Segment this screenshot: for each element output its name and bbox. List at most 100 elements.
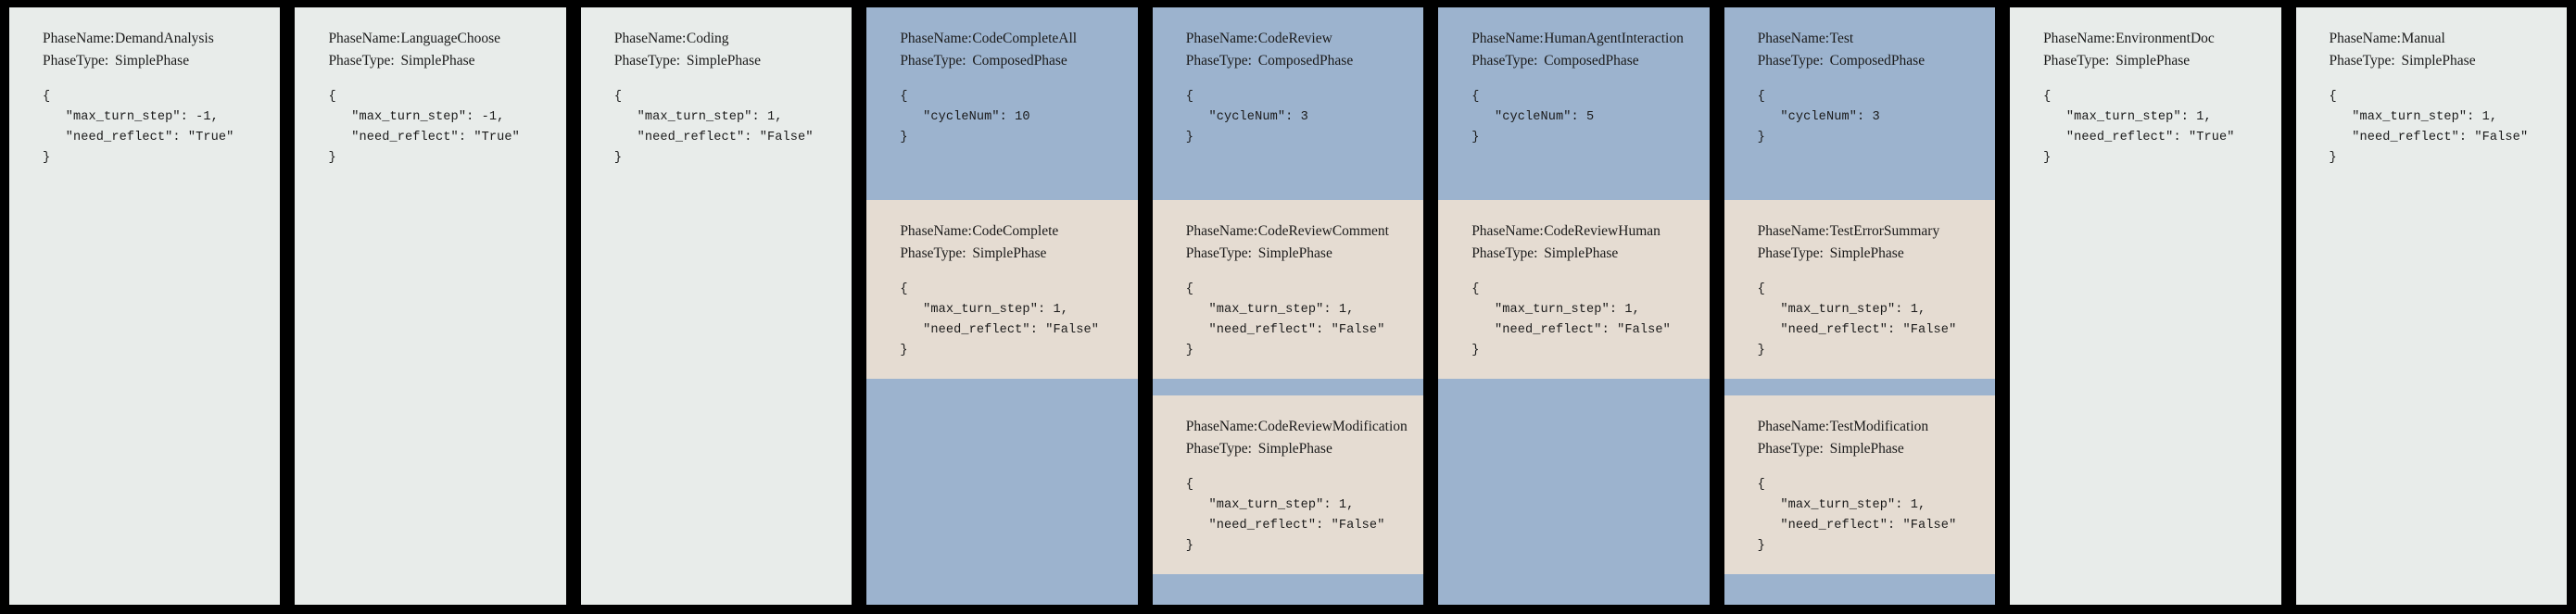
phase-type-row: PhaseType: SimplePhase [1186, 438, 1423, 460]
phase-type-key: PhaseType: [1757, 440, 1824, 457]
phase-type-value: SimplePhase [972, 244, 1047, 261]
phase-name-key: PhaseName: [1471, 223, 1544, 239]
phase-type-key: PhaseType: [613, 52, 681, 69]
phase-name-value: HumanAgentInteraction [1544, 31, 1684, 46]
phase-config-json: { "max_turn_step": 1, "need_reflect": "F… [1185, 478, 1385, 554]
phase-config-json: { "max_turn_step": 1, "need_reflect": "F… [2329, 90, 2529, 166]
phase-name-value: LanguageChoose [400, 31, 501, 46]
phase-name-row: PhaseName:CodeReviewHuman [1471, 220, 1709, 243]
phase-name-key: PhaseName: [43, 31, 115, 46]
phase-name-value: TestErrorSummary [1829, 223, 1940, 239]
phase-type-row: PhaseType: SimplePhase [2330, 50, 2567, 72]
phase-type-value: ComposedPhase [1257, 52, 1354, 69]
phase-type-row: PhaseType:SimplePhase [2043, 50, 2280, 72]
phase-type-key: PhaseType: [2329, 52, 2395, 69]
phase-name-key: PhaseName: [900, 31, 972, 46]
phase-type-value: SimplePhase [1544, 244, 1619, 261]
phase-name-row: PhaseName:Test [1758, 28, 1995, 50]
phase-type-row: PhaseType: SimplePhase [1758, 243, 1995, 265]
phase-name-key: PhaseName: [1185, 31, 1258, 46]
phase-config-json: { "cycleNum": 5 } [1471, 90, 1595, 145]
phase-type-value: SimplePhase [2401, 52, 2476, 69]
phase-name-value: CodeReviewHuman [1544, 223, 1661, 239]
phase-type-key: PhaseType: [1757, 244, 1824, 261]
composed-phase-filler [1724, 574, 1996, 605]
phase-config-json: { "max_turn_step": -1, "need_reflect": "… [328, 90, 520, 166]
phase-type-row: PhaseType: SimplePhase [900, 243, 1137, 265]
phase-name-value: Test [1829, 31, 1854, 46]
phase-name-key: PhaseName: [1185, 223, 1258, 239]
phase-type-value: SimplePhase [1257, 440, 1332, 457]
phase-name-row: PhaseName:Coding [614, 28, 852, 50]
composed-phase-filler [1152, 574, 1424, 605]
phase-name-row: PhaseName:LanguageChoose [328, 28, 565, 50]
phase-name-value: CodeReviewModification [1257, 419, 1408, 434]
phase-name-row: PhaseName:CodeComplete [900, 220, 1137, 243]
phase-name-key: PhaseName: [1757, 31, 1830, 46]
phase-name-key: PhaseName: [2043, 31, 2115, 46]
phase-name-value: Manual [2401, 31, 2445, 46]
phase-type-key: PhaseType: [1185, 52, 1252, 69]
phase-config-json: { "max_turn_step": 1, "need_reflect": "F… [1471, 282, 1671, 358]
phase-type-row: PhaseType: SimplePhase [1471, 243, 1709, 265]
phase-name-row: PhaseName:HumanAgentInteraction [1471, 28, 1709, 50]
phase-type-key: PhaseType: [1471, 244, 1538, 261]
phase-type-value: SimplePhase [2115, 52, 2191, 69]
phase-type-row: PhaseType:ComposedPhase [1758, 50, 1995, 72]
phase-type-key: PhaseType: [900, 244, 966, 261]
phase-type-key: PhaseType: [1185, 440, 1252, 457]
composed-phase-filler [1438, 379, 1710, 605]
phase-name-row: PhaseName:Manual [2330, 28, 2567, 50]
phase-config-json: { "cycleNum": 3 } [1185, 90, 1308, 145]
phase-name-key: PhaseName: [900, 223, 972, 239]
phase-name-value: CodeReview [1257, 31, 1332, 46]
phase-name-row: PhaseName:CodeReviewModification [1186, 416, 1423, 438]
phase-type-value: ComposedPhase [1544, 52, 1639, 69]
phase-name-row: PhaseName:TestErrorSummary [1758, 220, 1995, 243]
phase-config-json: { "max_turn_step": 1, "need_reflect": "F… [1757, 282, 1957, 358]
phase-type-value: ComposedPhase [1829, 52, 1926, 69]
phase-name-value: DemandAnalysis [115, 31, 214, 46]
phase-type-row: PhaseType: SimplePhase [614, 50, 852, 72]
phase-type-row: PhaseType:SimplePhase [328, 50, 565, 72]
phase-type-value: SimplePhase [686, 52, 761, 69]
phase-name-key: PhaseName: [1471, 31, 1544, 46]
phase-name-row: PhaseName:CodeCompleteAll [900, 28, 1137, 50]
phase-type-value: SimplePhase [1257, 244, 1332, 261]
phase-type-value: SimplePhase [1829, 440, 1904, 457]
phase-name-row: PhaseName:TestModification [1758, 416, 1995, 438]
phase-name-key: PhaseName: [328, 31, 400, 46]
phase-type-row: PhaseType:SimplePhase [1186, 243, 1423, 265]
phase-name-value: TestModification [1829, 419, 1929, 434]
phase-name-row: PhaseName:DemandAnalysis [43, 28, 280, 50]
phase-type-value: SimplePhase [1829, 244, 1904, 261]
